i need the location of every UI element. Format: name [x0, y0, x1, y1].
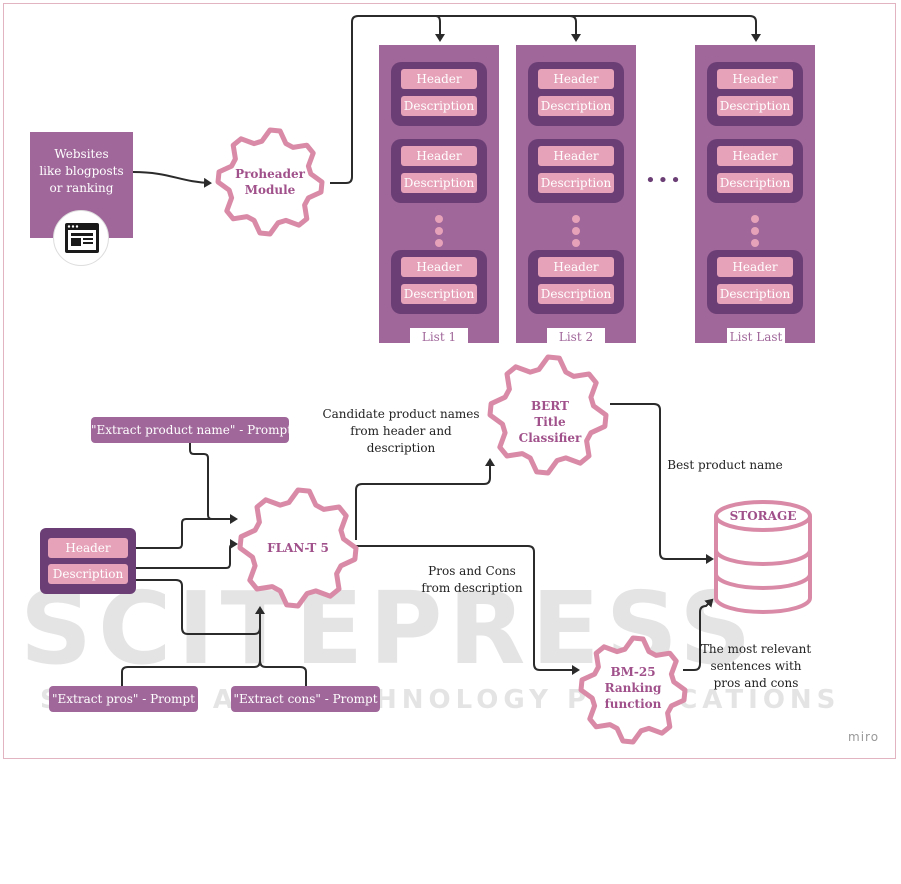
proheader-gear-icon: [215, 127, 325, 237]
arrow-description-to-flan-lower: [136, 579, 265, 635]
arrow-flan-to-bert: [355, 458, 495, 540]
arrow-product-prompt-to-flan: [189, 443, 238, 524]
arrow-bm25-to-storage: [683, 598, 714, 671]
list-item-description: Description: [401, 96, 477, 116]
arrow-to-list-2: [569, 15, 581, 42]
annotation-candidates: Candidate product names from header and …: [322, 407, 480, 455]
storage-label: STORAGE: [729, 509, 797, 523]
list-item-header: Header: [538, 257, 614, 277]
list-item-description: Description: [538, 284, 614, 304]
proheader-module-label: Proheader Module: [235, 167, 305, 197]
input-description-pill: Description: [48, 564, 128, 584]
list-item-description: Description: [717, 284, 793, 304]
list-ellipsis: •••: [645, 170, 683, 191]
list-item-description: Description: [538, 173, 614, 193]
bert-gear-icon: [487, 354, 609, 476]
list-item-header: Header: [401, 257, 477, 277]
arrow-header-to-flan: [136, 518, 236, 549]
arrow-proheader-to-lists: [330, 15, 757, 184]
list-item-header: Header: [717, 146, 793, 166]
input-header-pill: Header: [48, 538, 128, 558]
arrow-cons-prompt-to-flan: [259, 660, 307, 686]
list-item-header: Header: [401, 146, 477, 166]
arrow-source-to-proheader: [132, 171, 212, 188]
prompt-product-name: "Extract product name" - Prompt: [91, 417, 292, 443]
vertical-ellipsis-dot: [751, 239, 759, 247]
arrow-description-to-flan: [136, 539, 238, 569]
bert-classifier-label: BERT Title Classifier: [518, 399, 582, 445]
list-item-description: Description: [717, 96, 793, 116]
list-label-2: List 2: [547, 328, 605, 346]
list-item-header: Header: [717, 257, 793, 277]
vertical-ellipsis-dot: [751, 215, 759, 223]
list-label-last: List Last: [727, 328, 785, 346]
websites-source-text: Websites like blogposts or ranking: [39, 147, 124, 195]
list-item-header: Header: [538, 69, 614, 89]
list-item-header: Header: [401, 69, 477, 89]
vertical-ellipsis-dot: [572, 227, 580, 235]
vertical-ellipsis-dot: [751, 227, 759, 235]
list-item-description: Description: [717, 173, 793, 193]
list-item-description: Description: [401, 173, 477, 193]
arrow-pros-prompt-to-flan: [121, 610, 261, 686]
list-item-description: Description: [538, 96, 614, 116]
annotation-pros-cons: Pros and Cons from description: [421, 564, 523, 595]
list-item-header: Header: [538, 146, 614, 166]
arrow-to-list-1: [435, 15, 445, 42]
miro-logo: miro: [848, 730, 880, 744]
vertical-ellipsis-dot: [572, 215, 580, 223]
vertical-ellipsis-dot: [435, 215, 443, 223]
list-item-header: Header: [717, 69, 793, 89]
vertical-ellipsis-dot: [435, 239, 443, 247]
prompt-pros: "Extract pros" - Prompt: [49, 686, 198, 712]
arrow-bert-to-storage: [610, 403, 714, 564]
annotation-best-product: Best product name: [667, 458, 783, 472]
flan-gear-icon: [237, 487, 359, 609]
prompt-cons: "Extract cons" - Prompt: [231, 686, 380, 712]
flan-t5-label: FLAN-T 5: [267, 541, 329, 555]
list-label-1: List 1: [410, 328, 468, 346]
bm25-ranking-label: BM-25 Ranking function: [604, 665, 662, 711]
bm25-gear-icon: [578, 635, 688, 745]
vertical-ellipsis-dot: [435, 227, 443, 235]
vertical-ellipsis-dot: [572, 239, 580, 247]
annotation-most-relevant: The most relevant sentences with pros an…: [700, 642, 812, 690]
list-item-description: Description: [401, 284, 477, 304]
arrow-flan-to-bm25: [356, 545, 580, 675]
browser-window-icon: [53, 210, 109, 266]
storage-database-icon: [714, 500, 812, 614]
